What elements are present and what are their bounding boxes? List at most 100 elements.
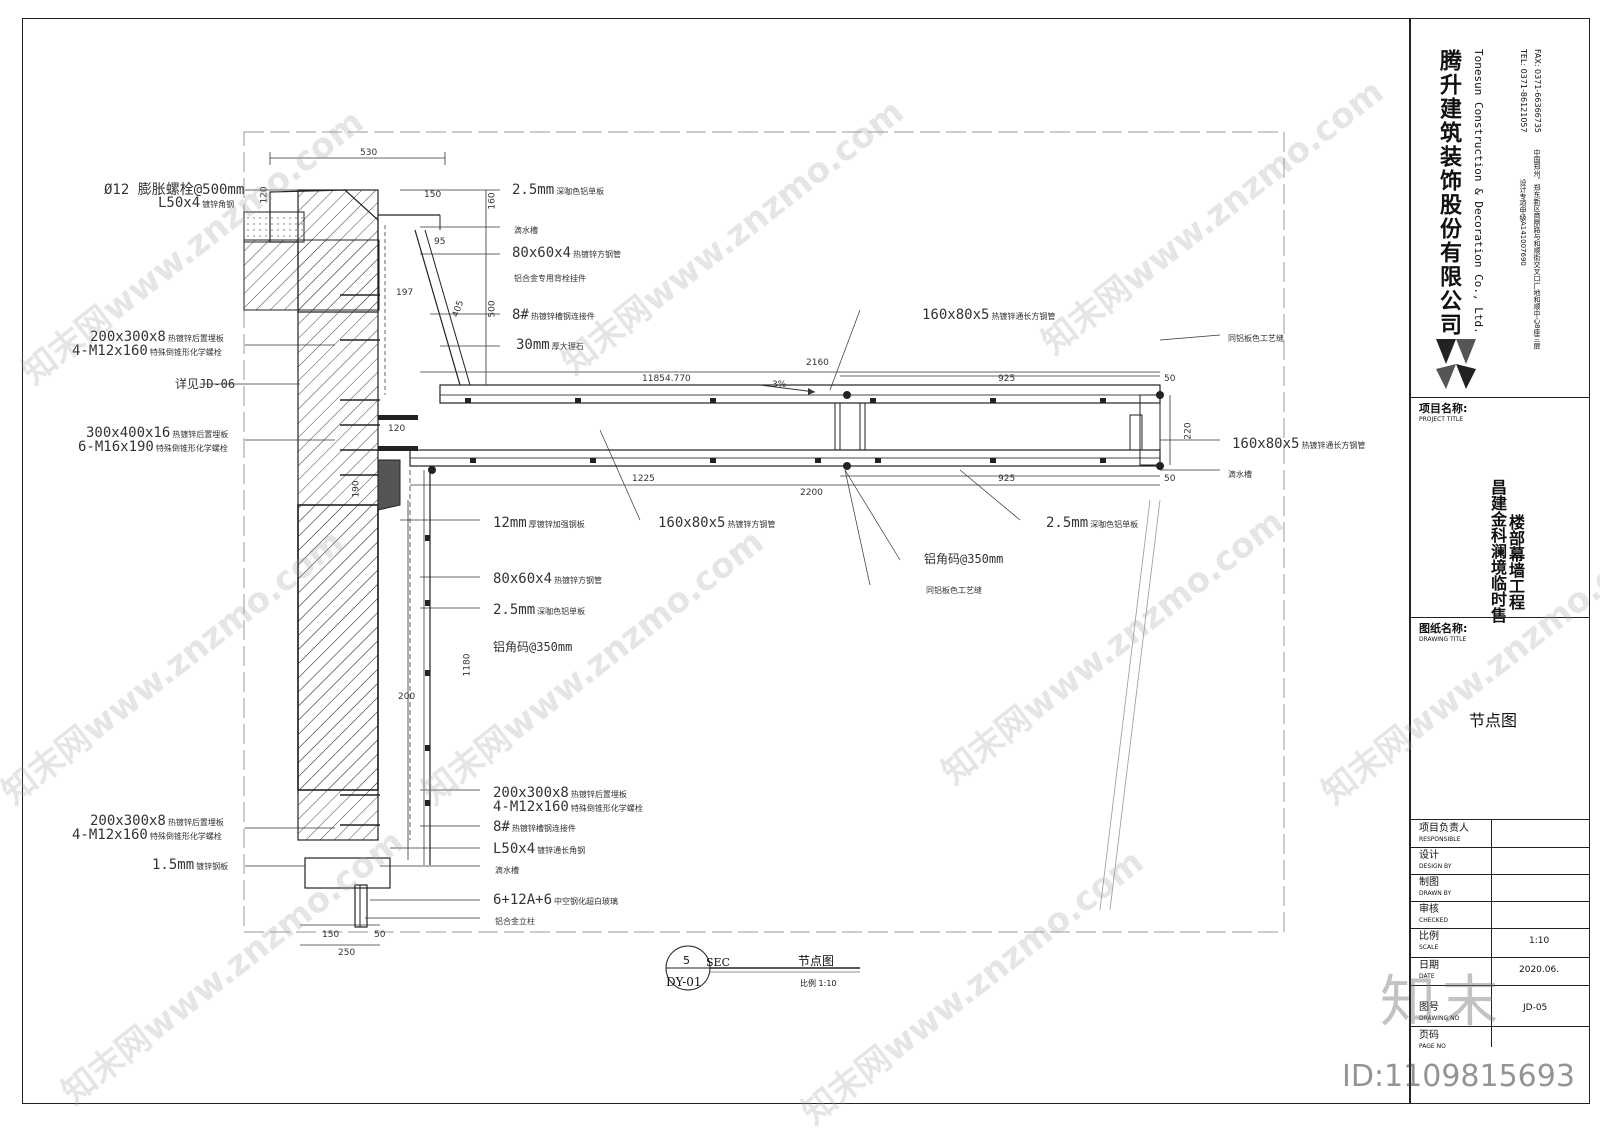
watermark-id: ID:1109815693 <box>1342 1059 1575 1094</box>
label-anchor-bolt: Ø12 膨胀螺栓@500mm <box>104 182 245 198</box>
project-name-line1: 昌建金科澜境临时售 <box>1488 479 1507 623</box>
responsible-cn: 项目负责人 <box>1419 823 1469 834</box>
dim-1225: 1225 <box>632 474 655 484</box>
label-drip-2: 滴水槽 <box>1228 470 1252 479</box>
design-en: DESIGN BY <box>1419 863 1452 870</box>
drawing-frame <box>22 18 1410 1104</box>
drawing-no-en: DRAWING NO <box>1419 1015 1460 1022</box>
label-joint-1: 同铝板色工艺缝 <box>1228 334 1284 343</box>
label-drip-3: 滴水槽 <box>495 866 519 875</box>
label-mullion: 铝合金立柱 <box>495 917 535 926</box>
project-label-en: PROJECT TITLE <box>1419 416 1464 423</box>
label-see-jd06: 详见JD-06 <box>175 377 236 391</box>
checked-cn: 审核 <box>1419 904 1439 915</box>
dim-500: 500 <box>487 300 498 318</box>
base-block <box>304 857 391 889</box>
dim-elev: 4.770 <box>665 374 691 384</box>
dim-925b: 925 <box>998 474 1016 484</box>
dim-50b: 50 <box>1164 474 1176 484</box>
section-scale: 比例 1:10 <box>800 979 837 988</box>
dim-925a: 925 <box>998 374 1016 384</box>
dim-slope: 3% <box>772 380 787 390</box>
company-address: 中国郑州，郑东新区商鼎路与和顺街交叉口广地和顺中心8座三层 <box>1533 149 1541 350</box>
dim-95: 95 <box>434 237 446 247</box>
dim-150a: 150 <box>424 190 442 200</box>
drawing-name: 节点图 <box>1469 711 1518 730</box>
label-back-bolt: 铝合金专用背栓挂件 <box>514 274 586 283</box>
responsible-en: RESPONSIBLE <box>1419 836 1461 843</box>
dim-2200: 2200 <box>800 488 823 498</box>
dim-197: 197 <box>396 288 414 298</box>
dim-530: 530 <box>360 148 378 158</box>
company-logo <box>1436 339 1476 389</box>
dim-150b: 150 <box>322 930 340 940</box>
scale-cn: 比例 <box>1419 931 1439 942</box>
date-en: DATE <box>1419 973 1435 980</box>
label-channel-1: 8#热镀锌槽钢连接件 <box>512 307 595 323</box>
scale-value: 1:10 <box>1529 936 1550 946</box>
label-bracket-1: 铝角码@350mm <box>924 552 1004 566</box>
design-cn: 设计 <box>1419 850 1439 861</box>
drawing-label-cn: 图纸名称: <box>1419 622 1468 635</box>
company-name-cn: 腾升建筑装饰股份有限公司 <box>1436 49 1461 337</box>
page-cn: 页码 <box>1419 1030 1439 1041</box>
project-name-line2: 楼部幕墙工程 <box>1506 514 1525 610</box>
checked-en: CHECKED <box>1419 917 1449 924</box>
label-channel-2: 8#热镀锌槽钢连接件 <box>493 819 576 835</box>
dim-50c: 50 <box>374 930 386 940</box>
dim-120b: 120 <box>388 424 406 434</box>
dim-2160: 2160 <box>806 358 829 368</box>
section-title: 节点图 <box>798 954 835 968</box>
label-drip-1: 滴水槽 <box>514 226 538 235</box>
top-slab <box>243 239 380 311</box>
dim-160: 160 <box>487 192 498 210</box>
date-value: 2020.06. <box>1519 965 1560 975</box>
label-bracket-2: 铝角码@350mm <box>493 640 573 654</box>
dim-1185: 1185 <box>642 374 665 384</box>
section-type: SEC <box>706 956 730 969</box>
section-ref: DY-01 <box>666 975 702 989</box>
drawing-no-value: JD-05 <box>1523 1003 1548 1013</box>
watermark-brand: 知末 <box>1380 970 1504 1035</box>
company-name-en: Tonesun Construction & Decoration Co., L… <box>1472 49 1485 334</box>
company-tel: TEL: 0371-86121057 <box>1519 49 1528 133</box>
label-joint-2: 同铝板色工艺缝 <box>926 586 982 595</box>
canopy-top-beam <box>439 384 1161 404</box>
drawn-en: DRAWN BY <box>1419 890 1452 897</box>
dim-190: 190 <box>351 480 362 498</box>
dim-250: 250 <box>338 948 356 958</box>
dim-50a: 50 <box>1164 374 1176 384</box>
title-block: 腾升建筑装饰股份有限公司 Tonesun Construction & Deco… <box>1410 18 1590 1104</box>
scale-en: SCALE <box>1419 944 1439 951</box>
dim-1180: 1180 <box>462 653 473 677</box>
drawing-no-cn: 图号 <box>1419 1002 1439 1013</box>
project-label-cn: 项目名称: <box>1419 402 1468 415</box>
drawing-label-en: DRAWING TITLE <box>1419 636 1467 643</box>
company-license: 设计专项甲级A141007690 <box>1519 179 1527 266</box>
company-fax: FAX: 0371-66366735 <box>1533 49 1542 134</box>
drawn-cn: 制图 <box>1419 877 1439 888</box>
